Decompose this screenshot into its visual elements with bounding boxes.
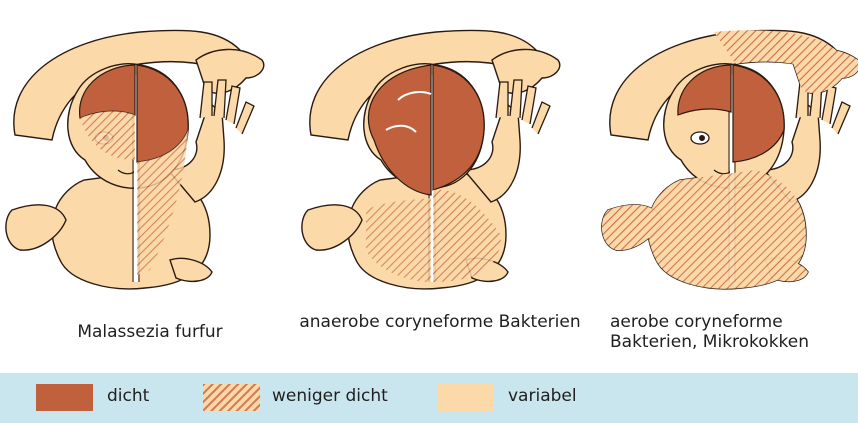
caption-anaerobe: anaerobe coryneforme Bakterien [285,312,595,332]
panel-aerobe [602,30,858,289]
panel-anaerobe [302,30,560,289]
infant-skin-flora-figure [0,0,858,300]
legend-label-dense: dicht [107,386,149,406]
caption-aerobe-line-1: aerobe coryneforme [610,312,850,332]
caption-aerobe-line-2: Bakterien, Mikrokokken [610,332,850,352]
legend: dicht weniger dicht variabel [0,373,858,423]
legend-label-variable: variabel [508,386,577,406]
legend-swatch-variable [437,384,494,411]
caption-anaerobe-line-1: anaerobe coryneforme Bakterien [285,312,595,332]
caption-malassezia: Malassezia furfur [40,322,260,342]
legend-swatch-dense [36,384,93,411]
legend-swatch-less-dense [203,384,260,411]
panel-malassezia [6,30,264,289]
legend-label-less-dense: weniger dicht [272,386,388,406]
caption-aerobe: aerobe coryneforme Bakterien, Mikrokokke… [610,312,850,352]
